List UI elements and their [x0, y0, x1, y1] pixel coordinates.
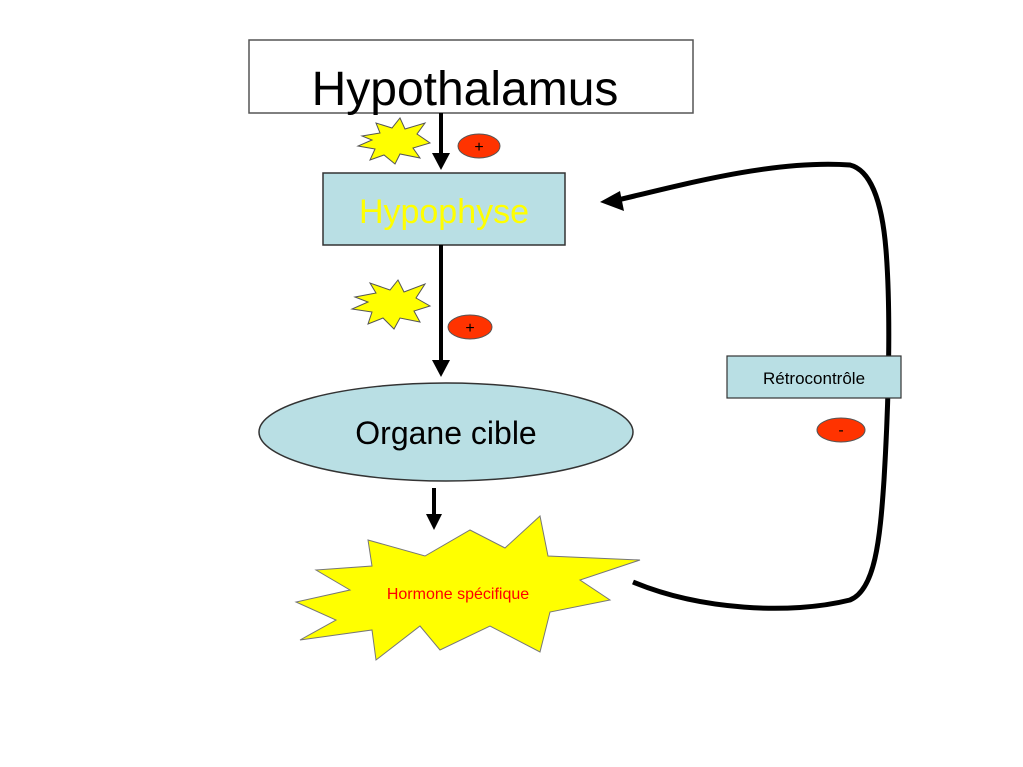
- arrowhead-hypophyse: [432, 153, 450, 170]
- minus-sign-label: -: [838, 422, 843, 439]
- organe-cible-node: Organe cible: [258, 382, 634, 482]
- small-star-icon-2: [350, 279, 432, 330]
- arrowhead-organe: [432, 360, 450, 377]
- feedback-curve: [617, 161, 892, 611]
- hypothalamus-node: Hypothalamus: [248, 39, 694, 116]
- hypothalamus-label: Hypothalamus: [312, 63, 619, 116]
- small-star-icon-1: [356, 117, 432, 165]
- arrowhead-feedback: [600, 191, 624, 211]
- hormone-label: Hormone spécifique: [387, 586, 529, 603]
- retrocontrole-label: Rétrocontrôle: [763, 369, 865, 388]
- big-star-icon: [294, 515, 641, 661]
- hormone-node: Hormone spécifique: [294, 515, 641, 661]
- arrowhead-hormone: [426, 514, 442, 530]
- organe-cible-label: Organe cible: [355, 415, 536, 451]
- hypophyse-label: Hypophyse: [359, 193, 529, 231]
- hypophyse-node: Hypophyse: [322, 172, 566, 246]
- plus-sign-2: +: [447, 314, 493, 340]
- plus-sign-2-label: +: [465, 320, 474, 337]
- plus-sign-1-label: +: [474, 139, 483, 156]
- retrocontrole-node: Rétrocontrôle: [726, 355, 902, 399]
- minus-sign: -: [816, 417, 866, 443]
- plus-sign-1: +: [457, 133, 501, 159]
